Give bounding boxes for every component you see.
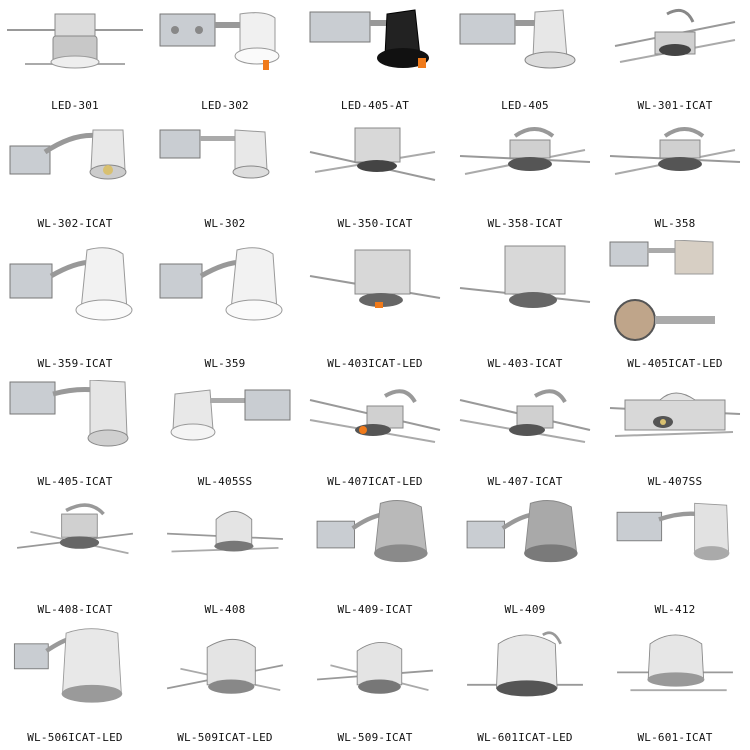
product-label: WL-403-ICAT <box>487 357 563 370</box>
product-card[interactable]: WL-407SS <box>600 376 750 494</box>
product-card[interactable]: WL-405ICAT-LED <box>600 236 750 376</box>
product-label: WL-359 <box>204 357 246 370</box>
product-label: WL-358 <box>654 217 696 230</box>
new-construction-housing-icon <box>166 638 284 694</box>
remodel-housing-icon <box>170 389 291 441</box>
product-card[interactable]: WL-407ICAT-LED <box>300 376 450 494</box>
product-label: WL-407-ICAT <box>487 475 563 488</box>
product-card[interactable]: WL-359 <box>150 236 300 376</box>
product-card[interactable]: LED-405 <box>450 0 600 118</box>
product-label: WL-302-ICAT <box>37 217 113 230</box>
product-label: WL-408-ICAT <box>37 603 113 616</box>
product-card[interactable]: WL-408-ICAT <box>0 494 150 622</box>
remodel-housing-led-icon <box>159 12 280 70</box>
product-card[interactable]: WL-358 <box>600 118 750 236</box>
product-label: LED-405 <box>501 99 549 112</box>
product-card[interactable]: WL-350-ICAT <box>300 118 450 236</box>
product-label: WL-407SS <box>647 475 703 488</box>
remodel-housing-icon <box>316 500 428 563</box>
new-construction-housing-icon <box>309 249 441 308</box>
remodel-housing-led-icon <box>459 9 576 69</box>
product-card[interactable]: LED-302 <box>150 0 300 118</box>
product-label: WL-405-ICAT <box>37 475 113 488</box>
new-construction-housing-icon <box>617 634 733 692</box>
remodel-housing-icon <box>159 247 283 321</box>
product-card[interactable]: WL-301-ICAT <box>600 0 750 118</box>
product-card[interactable]: WL-407-ICAT <box>450 376 600 494</box>
product-card[interactable]: WL-302-ICAT <box>0 118 150 236</box>
new-construction-housing-icon <box>16 503 134 555</box>
new-construction-housing-icon <box>167 510 283 553</box>
product-card[interactable]: WL-302 <box>150 118 300 236</box>
product-card[interactable]: WL-358-ICAT <box>450 118 600 236</box>
product-card[interactable]: WL-412 <box>600 494 750 622</box>
product-card[interactable]: WL-409-ICAT <box>300 494 450 622</box>
product-card[interactable]: WL-409 <box>450 494 600 622</box>
product-label: WL-403ICAT-LED <box>327 357 423 370</box>
remodel-housing-icon <box>616 502 730 561</box>
new-construction-housing-icon <box>614 8 736 63</box>
product-label: LED-302 <box>201 99 249 112</box>
product-label: WL-359-ICAT <box>37 357 113 370</box>
remodel-housing-icon <box>9 129 127 180</box>
new-construction-housing-icon <box>316 642 434 694</box>
product-label: WL-409 <box>504 603 546 616</box>
product-label: WL-412 <box>654 603 696 616</box>
product-label: WL-302 <box>204 217 246 230</box>
product-label: WL-506ICAT-LED <box>27 731 123 744</box>
product-card[interactable]: LED-405-AT <box>300 0 450 118</box>
remodel-housing-led-icon <box>13 628 123 703</box>
product-label: WL-405ICAT-LED <box>627 357 723 370</box>
new-construction-housing-icon <box>309 389 441 443</box>
remodel-housing-icon <box>9 380 129 447</box>
product-card[interactable]: WL-601ICAT-LED <box>450 622 600 750</box>
new-construction-housing-icon <box>467 631 583 697</box>
product-card[interactable]: WL-359-ICAT <box>0 236 150 376</box>
remodel-housing-icon <box>466 500 578 563</box>
remodel-housing-black-icon <box>309 9 429 68</box>
product-label: LED-405-AT <box>340 99 410 112</box>
product-label: WL-358-ICAT <box>487 217 563 230</box>
product-label: WL-601-ICAT <box>637 731 713 744</box>
remodel-housing-icon <box>9 247 133 321</box>
product-card[interactable]: WL-403ICAT-LED <box>300 236 450 376</box>
remodel-housing-led-icon <box>609 240 715 341</box>
product-label: WL-405SS <box>197 475 253 488</box>
product-label: WL-509-ICAT <box>337 731 413 744</box>
product-card[interactable]: WL-408 <box>150 494 300 622</box>
product-card[interactable]: WL-601-ICAT <box>600 622 750 750</box>
product-label: WL-350-ICAT <box>337 217 413 230</box>
product-card[interactable]: WL-403-ICAT <box>450 236 600 376</box>
new-construction-housing-icon <box>459 389 591 443</box>
product-card[interactable]: WL-509ICAT-LED <box>150 622 300 750</box>
product-label: WL-409-ICAT <box>337 603 413 616</box>
remodel-housing-icon <box>159 129 270 179</box>
new-construction-housing-icon <box>459 245 591 308</box>
product-label: LED-301 <box>51 99 99 112</box>
new-construction-housing-icon <box>609 127 741 175</box>
product-label: WL-601ICAT-LED <box>477 731 573 744</box>
product-card[interactable]: WL-506ICAT-LED <box>0 622 150 750</box>
product-card[interactable]: WL-405SS <box>150 376 300 494</box>
product-card[interactable]: WL-509-ICAT <box>300 622 450 750</box>
recessed-housing-led-icon <box>7 13 143 69</box>
product-label: WL-509ICAT-LED <box>177 731 273 744</box>
product-card[interactable]: LED-301 <box>0 0 150 118</box>
product-label: WL-408 <box>204 603 246 616</box>
new-construction-housing-icon <box>459 127 591 175</box>
new-construction-housing-icon <box>609 392 741 437</box>
new-construction-housing-icon <box>309 127 436 181</box>
product-label: WL-407ICAT-LED <box>327 475 423 488</box>
product-card[interactable]: WL-405-ICAT <box>0 376 150 494</box>
product-label: WL-301-ICAT <box>637 99 713 112</box>
